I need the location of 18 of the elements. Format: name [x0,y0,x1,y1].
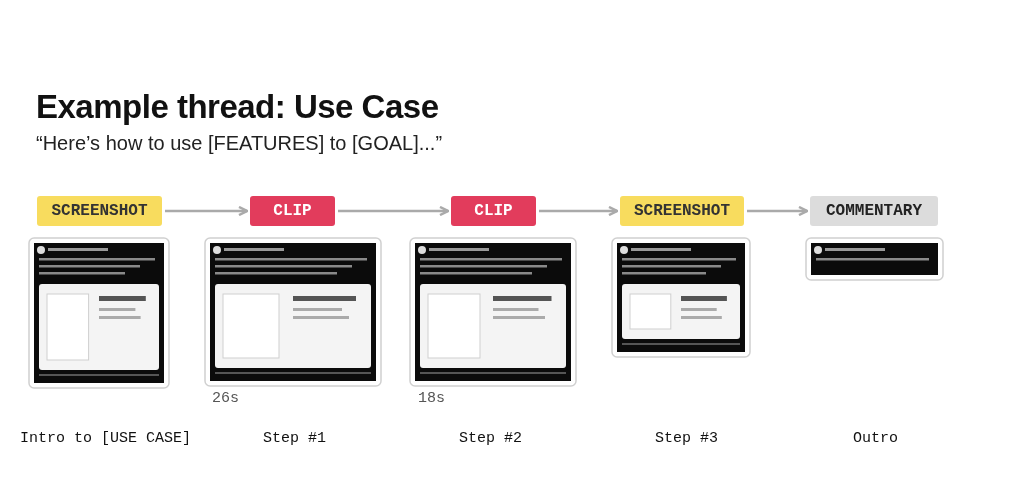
step-label: Step #1 [263,430,326,447]
tag-label: CLIP [451,196,536,226]
step-label: Outro [853,430,898,447]
step-label: Step #2 [459,430,522,447]
arrow [539,205,619,217]
tag-label: CLIP [250,196,335,226]
step-label: Step #3 [655,430,718,447]
tag-label: SCREENSHOT [620,196,744,226]
step-label: Intro to [USE CASE] [20,430,192,447]
duration-label: 18s [418,390,445,407]
arrow [165,205,249,217]
arrow [747,205,809,217]
title: Example thread: Use Case [36,88,439,126]
tag-label: SCREENSHOT [37,196,162,226]
tag-label: COMMENTARY [810,196,938,226]
arrow [338,205,450,217]
subtitle: “Here’s how to use [FEATURES] to [GOAL]...” [36,132,443,155]
duration-label: 26s [212,390,239,407]
